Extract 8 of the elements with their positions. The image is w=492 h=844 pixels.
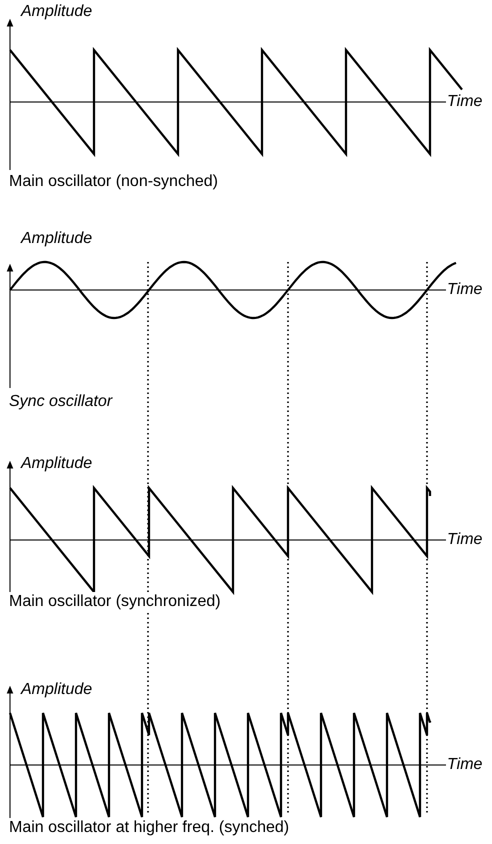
axis-label: Amplitude: [20, 2, 94, 22]
axis-label: Amplitude: [20, 680, 94, 700]
caption: Main oscillator (synchronized): [8, 592, 222, 612]
axis-label: Amplitude: [20, 454, 94, 474]
caption: Sync oscillator: [8, 392, 114, 412]
axis-label: Amplitude: [20, 229, 94, 249]
caption: Main oscillator at higher freq. (synched): [8, 818, 290, 838]
caption: Main oscillator (non-synched): [8, 172, 219, 192]
